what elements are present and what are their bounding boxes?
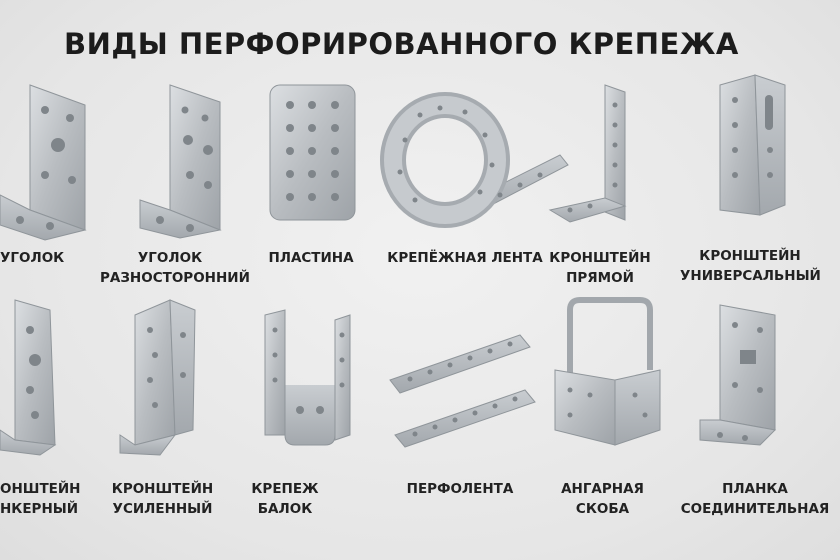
mounting-tape-icon (380, 92, 569, 228)
anchor-bracket-icon (0, 299, 57, 456)
reinforced-bracket-icon (119, 299, 196, 456)
perforated-tape-icon (389, 334, 536, 448)
connecting-plate-icon (699, 304, 777, 446)
corner-bracket-icon (0, 84, 87, 241)
item-corner: УГОЛОК (0, 80, 110, 266)
beam-hanger-icon (264, 309, 351, 446)
item-label: УГОЛОК (0, 250, 65, 266)
universal-bracket-icon (719, 74, 786, 216)
item-label: ПЛАСТИНА (268, 250, 354, 266)
unequal-corner-icon (139, 84, 222, 239)
item-label: КРЕПЁЖНАЯ ЛЕНТА (387, 250, 543, 266)
item-perforated-tape: ПЕРФОЛЕНТА (380, 295, 550, 497)
item-plate: ПЛАСТИНА (255, 80, 365, 266)
plate-icon (269, 84, 356, 221)
hangar-staple-icon (554, 297, 661, 446)
page-title: ВИДЫ ПЕРФОРИРОВАННОГО КРЕПЕЖА (64, 27, 739, 61)
straight-bracket-icon (548, 84, 627, 223)
item-tape: КРЕПЁЖНАЯ ЛЕНТА (380, 80, 580, 266)
item-label: ПЕРФОЛЕНТА (406, 481, 514, 497)
